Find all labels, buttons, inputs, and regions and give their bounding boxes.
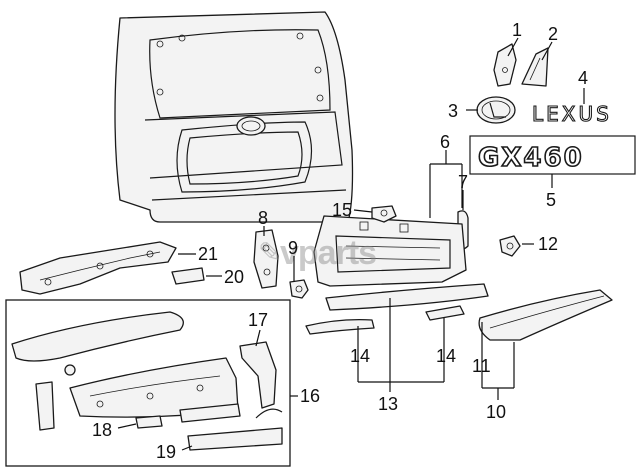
connector-part-20 — [171, 267, 205, 285]
callout-numbers: 1 2 3 4 5 6 7 8 9 10 11 12 13 14 14 15 1… — [92, 20, 588, 462]
callout-14-right: 14 — [436, 346, 456, 366]
bracket-part-1 — [493, 43, 517, 87]
callout-5: 5 — [546, 190, 556, 210]
callout-4: 4 — [578, 68, 588, 88]
model-emblem-box: GX460 — [469, 135, 636, 175]
end-cap-part-14-left — [305, 318, 375, 335]
callout-18: 18 — [92, 420, 112, 440]
callout-21: 21 — [198, 244, 218, 264]
lexus-nameplate: LEXUS — [531, 101, 612, 126]
svg-text:GX460: GX460 — [478, 143, 584, 173]
spoiler-part-10 — [478, 289, 613, 341]
callout-12: 12 — [538, 234, 558, 254]
callout-1: 1 — [512, 20, 522, 40]
license-garnish-part-6 — [313, 215, 467, 287]
garnish-strip-part-13 — [325, 283, 489, 311]
callout-15: 15 — [332, 200, 352, 220]
clip-part-15 — [371, 205, 397, 223]
callout-13: 13 — [378, 394, 398, 414]
spoiler-assembly-inset — [5, 299, 291, 467]
bracket-part-8 — [253, 229, 279, 289]
callout-3: 3 — [448, 101, 458, 121]
grommet-part-12 — [499, 235, 521, 257]
callout-19: 19 — [156, 442, 176, 462]
vparts-watermark: ✎ vparts — [258, 234, 377, 272]
liftgate — [114, 11, 354, 223]
callout-2: 2 — [548, 24, 558, 44]
svg-text:LEXUS: LEXUS — [532, 102, 612, 126]
socket-part-9 — [289, 279, 309, 299]
callout-11: 11 — [472, 356, 491, 376]
lexus-logo-emblem — [476, 96, 516, 124]
callout-8: 8 — [258, 208, 268, 228]
wrench-icon: ✎ — [258, 236, 281, 269]
bracket-part-21 — [19, 241, 177, 295]
callout-9: 9 — [288, 238, 298, 258]
callout-7: 7 — [458, 172, 468, 192]
callout-6: 6 — [440, 132, 450, 152]
callout-16: 16 — [300, 386, 320, 406]
svg-text:vparts: vparts — [280, 234, 376, 272]
callout-10: 10 — [486, 402, 506, 422]
end-cap-part-14-right — [425, 305, 465, 321]
cover-part-2 — [521, 47, 549, 87]
callout-17: 17 — [248, 310, 268, 330]
callout-14-left: 14 — [350, 346, 370, 366]
callout-20: 20 — [224, 267, 244, 287]
leader-lines — [117, 37, 585, 451]
